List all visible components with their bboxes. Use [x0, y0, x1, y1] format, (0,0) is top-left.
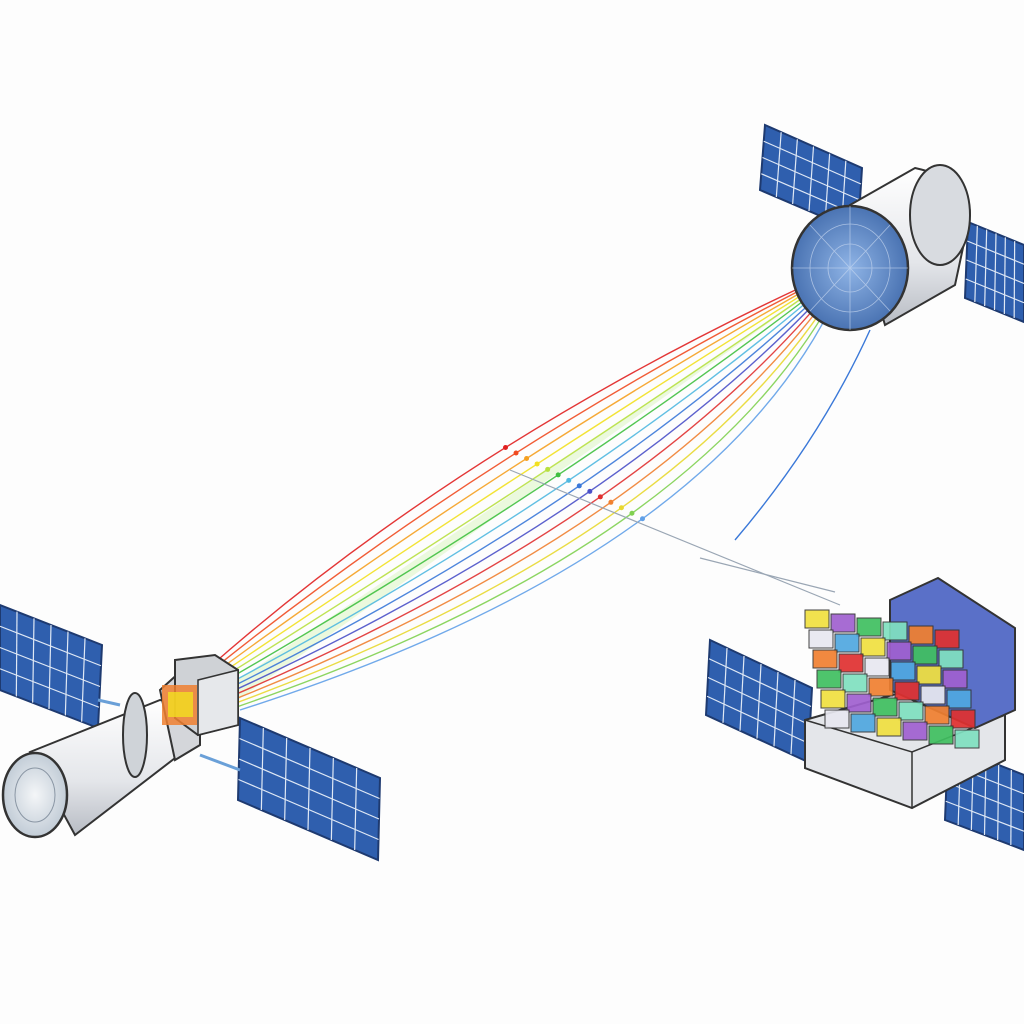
lens-icon: [1, 751, 69, 839]
beam-marker: [503, 445, 508, 450]
data-block: [950, 709, 976, 729]
data-block: [876, 717, 902, 737]
data-block: [898, 701, 924, 721]
data-block: [824, 709, 850, 729]
data-block: [938, 649, 964, 669]
data-block: [846, 693, 872, 713]
data-block: [954, 729, 980, 749]
data-block: [838, 653, 864, 673]
beam-line: [215, 264, 851, 673]
data-block: [830, 613, 856, 633]
data-block: [804, 609, 830, 629]
beam-marker: [513, 450, 519, 456]
beam-line: [218, 264, 851, 676]
beam-marker: [618, 505, 624, 511]
data-block: [894, 681, 920, 701]
beam-marker: [640, 516, 645, 522]
data-block: [916, 665, 942, 685]
data-block: [860, 637, 886, 657]
data-block: [902, 721, 928, 741]
emitter-box: [162, 653, 239, 737]
data-block: [886, 641, 912, 661]
beam-marker: [597, 494, 603, 500]
data-block: [890, 661, 916, 681]
beam-marker: [566, 477, 572, 483]
solar-panel: [704, 638, 814, 764]
beam-marker: [524, 455, 530, 461]
data-block: [882, 621, 908, 641]
data-block: [820, 689, 846, 709]
data-block: [872, 697, 898, 717]
relay-lines: [509, 469, 841, 606]
beam-marker: [555, 472, 561, 478]
data-block: [812, 649, 838, 669]
beam-marker: [587, 488, 593, 494]
beam-marker: [534, 461, 540, 467]
data-block: [934, 629, 960, 649]
solar-panel: [0, 603, 104, 730]
data-block: [834, 633, 860, 653]
data-block: [850, 713, 876, 733]
transmitter-satellite: [0, 603, 382, 862]
data-block: [842, 673, 868, 693]
processing-module-satellite: [704, 576, 1024, 852]
data-block: [942, 669, 968, 689]
receiver-satellite: [758, 123, 1024, 332]
data-block: [924, 705, 950, 725]
data-blocks: [804, 609, 980, 749]
beam-marker: [629, 510, 635, 516]
beam-marker: [608, 499, 614, 505]
beam-line: [237, 264, 851, 708]
solar-panel: [236, 716, 382, 862]
beam-line: [222, 264, 851, 683]
solar-panel: [963, 220, 1024, 324]
signal-beams: [211, 264, 871, 711]
data-block: [920, 685, 946, 705]
data-block: [856, 617, 882, 637]
beam-line: [220, 264, 851, 680]
data-block: [946, 689, 972, 709]
data-block: [808, 629, 834, 649]
beam-marker: [545, 466, 551, 472]
data-block: [816, 669, 842, 689]
data-block: [928, 725, 954, 745]
data-block: [864, 657, 890, 677]
beam-marker: [576, 483, 582, 489]
data-block: [912, 645, 938, 665]
data-block: [908, 625, 934, 645]
data-block: [868, 677, 894, 697]
